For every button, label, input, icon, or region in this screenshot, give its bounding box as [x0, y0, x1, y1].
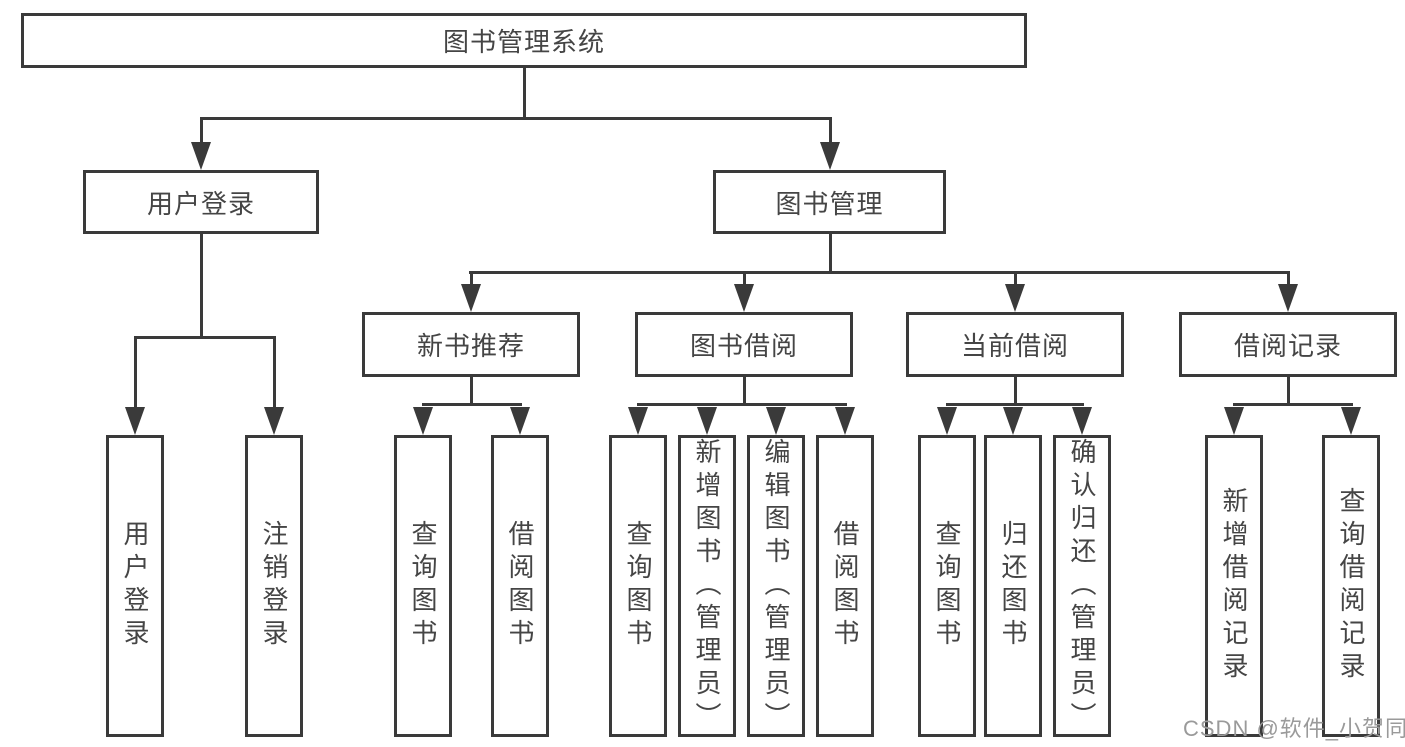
arrowhead-down-icon — [461, 284, 481, 312]
leaf-current-return-books-label: 归还图书 — [998, 520, 1028, 652]
arrowhead-down-icon — [697, 407, 717, 435]
arrowhead-down-icon — [413, 407, 433, 435]
node-user-login-label: 用户登录 — [146, 188, 255, 219]
leaf-newbook-borrow-books-label: 借阅图书 — [505, 520, 535, 652]
leaf-records-query-record: 查询借阅记录 — [1322, 435, 1380, 737]
connector-mgmt-child3 — [1013, 271, 1017, 291]
connector-borrow-branch — [636, 403, 847, 406]
connector-login-child2 — [272, 336, 276, 412]
leaf-current-confirm-return-admin: 确认归还（管理员） — [1053, 435, 1111, 737]
arrowhead-down-icon — [191, 142, 211, 170]
arrowhead-down-icon — [1278, 284, 1298, 312]
leaf-borrow-edit-books-admin: 编辑图书（管理员） — [747, 435, 805, 737]
connector-newbook-stem — [469, 377, 473, 406]
arrowhead-down-icon — [1072, 407, 1092, 435]
leaf-records-query-record-label: 查询借阅记录 — [1336, 487, 1366, 685]
node-current-borrowing-label: 当前借阅 — [960, 331, 1069, 361]
connector-mgmt-child4 — [1286, 271, 1290, 291]
arrowhead-down-icon — [1003, 407, 1023, 435]
node-book-management-label: 图书管理 — [775, 188, 884, 219]
node-new-book-recommend-label: 新书推荐 — [416, 331, 525, 361]
node-root: 图书管理系统 — [21, 13, 1027, 68]
arrowhead-down-icon — [835, 407, 855, 435]
node-new-book-recommend: 新书推荐 — [362, 312, 580, 377]
connector-record-branch — [1232, 403, 1353, 406]
arrowhead-down-icon — [766, 407, 786, 435]
arrowhead-down-icon — [820, 142, 840, 170]
leaf-borrow-borrow-books-label: 借阅图书 — [830, 520, 860, 652]
connector-current-stem — [1013, 377, 1017, 406]
arrowhead-down-icon — [1341, 407, 1361, 435]
arrowhead-down-icon — [125, 407, 145, 435]
watermark: CSDN @软件_小贺同学 — [1183, 716, 1405, 741]
leaf-logout-label: 注销登录 — [259, 520, 289, 652]
leaf-newbook-query-books: 查询图书 — [394, 435, 452, 737]
arrowhead-down-icon — [1005, 284, 1025, 312]
arrowhead-down-icon — [937, 407, 957, 435]
node-borrowing-records-label: 借阅记录 — [1233, 331, 1342, 361]
arrowhead-down-icon — [510, 407, 530, 435]
leaf-records-add-record-label: 新增借阅记录 — [1219, 487, 1249, 685]
leaf-records-add-record: 新增借阅记录 — [1205, 435, 1263, 737]
connector-root-stem — [522, 68, 526, 120]
connector-root-to-mgmt — [828, 117, 832, 147]
connector-record-stem — [1286, 377, 1290, 406]
leaf-borrow-add-books-admin-label: 新增图书（管理员） — [692, 437, 722, 735]
leaf-user-login-label: 用户登录 — [120, 520, 150, 652]
leaf-borrow-query-books-label: 查询图书 — [623, 520, 653, 652]
leaf-newbook-query-books-label: 查询图书 — [408, 520, 438, 652]
leaf-current-query-books: 查询图书 — [918, 435, 976, 737]
node-current-borrowing: 当前借阅 — [906, 312, 1124, 377]
leaf-borrow-add-books-admin: 新增图书（管理员） — [678, 435, 736, 737]
node-book-borrowing: 图书借阅 — [635, 312, 853, 377]
node-book-management: 图书管理 — [713, 170, 946, 234]
leaf-newbook-borrow-books: 借阅图书 — [491, 435, 549, 737]
node-user-login: 用户登录 — [83, 170, 319, 234]
connector-root-branch — [199, 117, 832, 120]
arrowhead-down-icon — [628, 407, 648, 435]
arrowhead-down-icon — [264, 407, 284, 435]
leaf-logout: 注销登录 — [245, 435, 303, 737]
node-root-label: 图书管理系统 — [442, 27, 605, 57]
leaf-user-login: 用户登录 — [106, 435, 164, 737]
node-book-borrowing-label: 图书借阅 — [689, 331, 798, 361]
connector-borrow-stem — [742, 377, 746, 406]
connector-mgmt-child2 — [742, 271, 746, 291]
leaf-current-query-books-label: 查询图书 — [932, 520, 962, 652]
connector-current-branch — [945, 403, 1084, 406]
connector-login-branch — [133, 336, 276, 339]
leaf-borrow-borrow-books: 借阅图书 — [816, 435, 874, 737]
arrowhead-down-icon — [1224, 407, 1244, 435]
connector-mgmt-child1 — [469, 271, 473, 291]
leaf-borrow-query-books: 查询图书 — [609, 435, 667, 737]
leaf-borrow-edit-books-admin-label: 编辑图书（管理员） — [761, 437, 791, 735]
arrowhead-down-icon — [734, 284, 754, 312]
leaf-current-return-books: 归还图书 — [984, 435, 1042, 737]
leaf-current-confirm-return-admin-label: 确认归还（管理员） — [1067, 437, 1097, 735]
connector-mgmt-stem — [828, 233, 832, 274]
connector-root-to-login — [199, 117, 203, 147]
connector-login-child1 — [133, 336, 137, 412]
node-borrowing-records: 借阅记录 — [1179, 312, 1397, 377]
connector-login-stem — [199, 233, 203, 339]
connector-newbook-branch — [421, 403, 522, 406]
connector-mgmt-branch — [468, 271, 1290, 274]
